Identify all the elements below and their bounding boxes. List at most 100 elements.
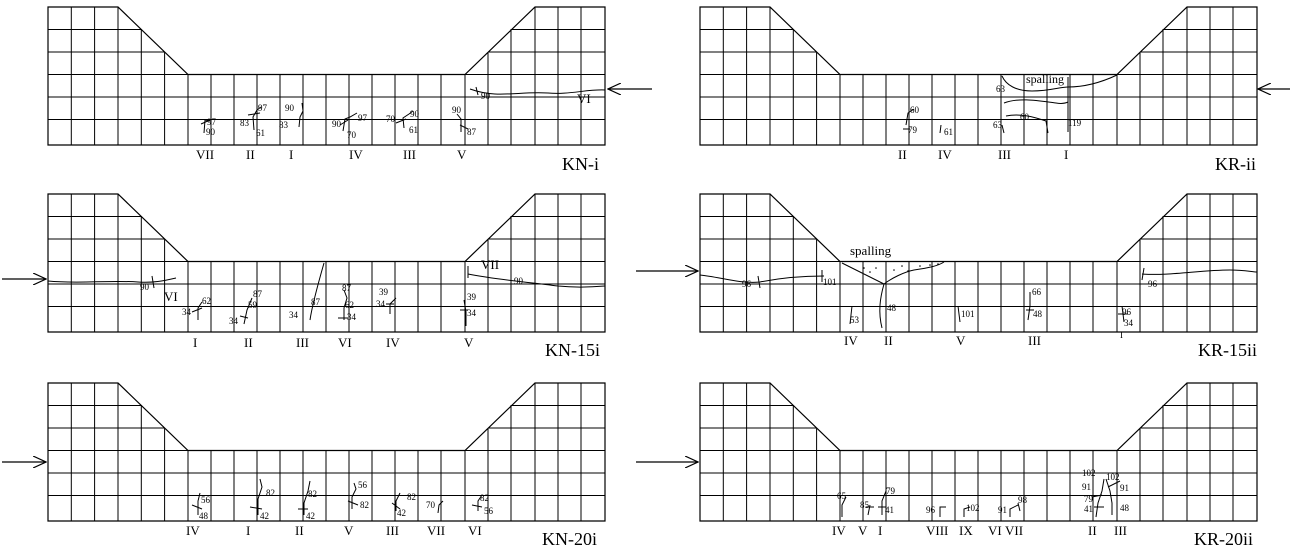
- crack-value: 96: [926, 505, 936, 515]
- crack-value: 101: [961, 309, 975, 319]
- crack-value: 90: [452, 105, 462, 115]
- side-crack-value: 90: [514, 276, 524, 286]
- crack-id-label: IV: [844, 333, 858, 348]
- crack-id-label: VII: [427, 523, 445, 538]
- crack-id-label: III: [1114, 523, 1127, 538]
- crack-value: 87: [467, 127, 477, 137]
- crack-id-label: III: [386, 523, 399, 538]
- crack-value: 41: [1084, 504, 1093, 514]
- crack-value: 98: [1018, 495, 1028, 505]
- crack-value: 83: [240, 118, 250, 128]
- panel-grid: [47, 6, 606, 146]
- crack-id-label: II: [884, 333, 893, 348]
- crack-value: 97: [358, 113, 368, 123]
- crack-id-label: II: [1088, 523, 1097, 538]
- panel-label: KR-15ii: [1198, 340, 1257, 360]
- crack-id-label: V: [858, 523, 868, 538]
- crack-value: 102: [1082, 468, 1096, 478]
- crack-value: 61: [256, 128, 265, 138]
- crack-value: 62: [202, 296, 211, 306]
- crack-value: 39: [379, 287, 389, 297]
- crack-value: 83: [279, 120, 289, 130]
- crack-id-label: II: [246, 147, 255, 162]
- side-crack-value: 101: [823, 277, 837, 287]
- crack-value: 91: [1120, 483, 1129, 493]
- panel-label: KN-15i: [545, 340, 600, 360]
- crack-id-label: I: [193, 335, 197, 350]
- crack-value: 34: [467, 308, 477, 318]
- crack-value: 42: [260, 511, 269, 521]
- crack-value: 91: [1082, 482, 1091, 492]
- crack-id-label: I: [878, 523, 882, 538]
- crack-value: 48: [1033, 309, 1043, 319]
- crack-value: 96: [1122, 307, 1132, 317]
- crack-id-label: III: [1028, 333, 1041, 348]
- crack-value: 119: [1068, 118, 1082, 128]
- panel-kr-20ii: 65 85 79 41 96 102 91 98 102 91 79 41 10…: [699, 382, 1258, 549]
- crack-id-label: II: [898, 147, 907, 162]
- crack-value: 82: [480, 493, 489, 503]
- side-crack-value: 96: [1148, 279, 1158, 289]
- crack-value: 102: [966, 503, 980, 513]
- crack-value: 62: [345, 300, 354, 310]
- crack-value: 34: [1124, 318, 1134, 328]
- crack-value: 59: [248, 300, 258, 310]
- crack-value: 79: [886, 486, 896, 496]
- crack-value: 56: [484, 506, 494, 516]
- crack-value: 48: [887, 303, 897, 313]
- crack-value: 87: [342, 283, 352, 293]
- spalling-dots: [863, 263, 939, 273]
- crack-value: 60: [1020, 112, 1030, 122]
- crack-id-label: IV: [386, 335, 400, 350]
- crack-id-label: III: [998, 147, 1011, 162]
- crack-value: 70: [386, 114, 396, 124]
- crack-id-label: II: [295, 523, 304, 538]
- crack-value: 60: [910, 105, 920, 115]
- crack-id-label: III: [403, 147, 416, 162]
- crack-value: 34: [376, 299, 386, 309]
- crack-value: 66: [1032, 287, 1042, 297]
- side-crack-label: VI: [577, 91, 591, 106]
- crack-value: 90: [410, 109, 420, 119]
- crack-id-label: VI: [468, 523, 482, 538]
- side-crack-label: VI: [164, 289, 178, 304]
- panel-kr-15ii: spalling 96 101 96 53 48 101 66 48 96 34…: [699, 193, 1258, 360]
- crack-value: 79: [908, 125, 918, 135]
- side-crack-value: 90: [140, 282, 150, 292]
- crack-id-label: IV: [186, 523, 200, 538]
- crack-value: 82: [308, 489, 317, 499]
- crack-value: 87: [253, 289, 263, 299]
- panel-kn-20i: 56 48 82 42 82 42 56 82 82 42 70 82 56 I…: [47, 382, 606, 549]
- crack-id-label: VI: [988, 523, 1002, 538]
- crack-value: 61: [409, 125, 418, 135]
- crack-value: 82: [360, 500, 369, 510]
- crack-value: 39: [467, 292, 477, 302]
- crack-id-label: I: [246, 523, 250, 538]
- crack-id-label: VIII: [926, 523, 948, 538]
- crack-value: 90: [285, 103, 295, 113]
- crack-value: 56: [358, 480, 368, 490]
- crack-value: 90: [206, 127, 216, 137]
- panel-kn-15i: 90 VI VII 90 62 34 87 59 34 87 34 87 62 …: [47, 193, 606, 360]
- crack-id-label: IX: [959, 523, 973, 538]
- crack-value: 79: [1084, 494, 1094, 504]
- crack-id-label: I: [289, 147, 293, 162]
- crack-id-label: V: [464, 335, 474, 350]
- panel-label: KR-ii: [1215, 154, 1256, 174]
- crack-value: 53: [850, 315, 860, 325]
- crack-value: 70: [347, 130, 357, 140]
- crack-value: 48: [199, 511, 209, 521]
- crack-value: 91: [998, 505, 1007, 515]
- spalling-note: spalling: [1026, 72, 1064, 86]
- crack-value: 34: [347, 312, 357, 322]
- panel-kn-i: 97 90 97 83 61 90 83 90 97 70 70 90 61 9…: [47, 6, 606, 174]
- panel-label: KR-20ii: [1194, 529, 1253, 549]
- crack-value: 34: [289, 310, 299, 320]
- crack-value: 48: [1120, 503, 1130, 513]
- crack-value: 87: [311, 297, 321, 307]
- crack-value: 34: [182, 307, 192, 317]
- side-crack-value: 96: [742, 279, 752, 289]
- crack-id-label: V: [956, 333, 966, 348]
- crack-value: 65: [837, 491, 847, 501]
